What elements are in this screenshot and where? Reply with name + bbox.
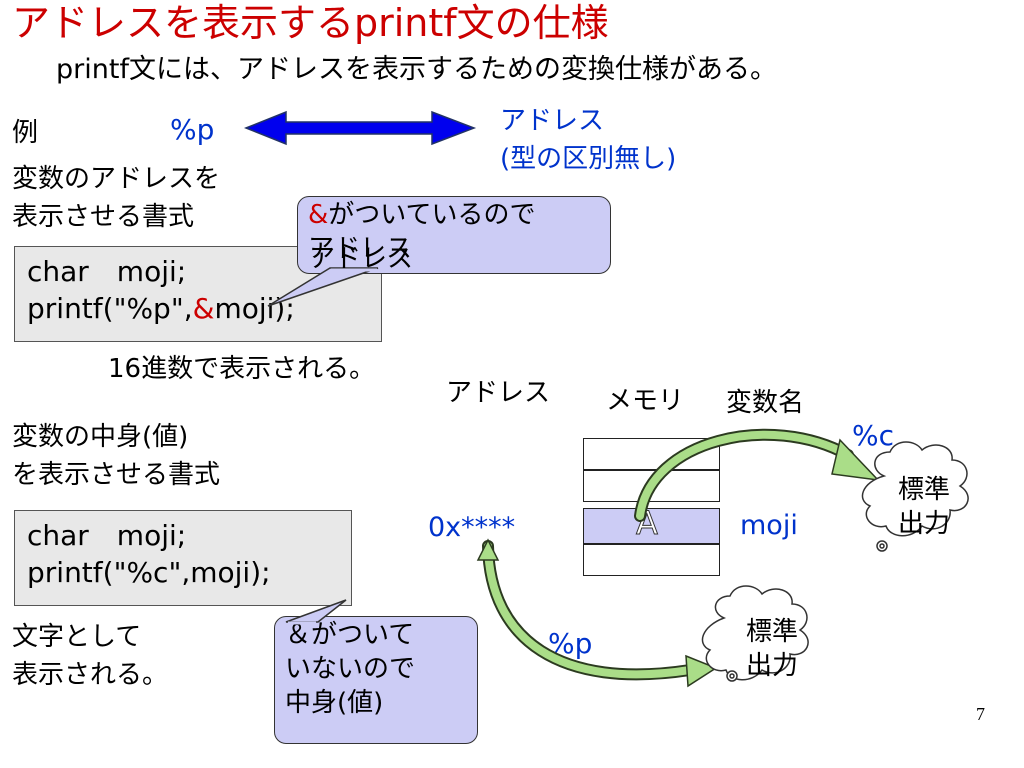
- section1-line1: 変数のアドレスを: [12, 164, 221, 194]
- callout1-line2: アドレス: [308, 233, 413, 264]
- callout1-ampersand: &: [308, 200, 329, 230]
- code1-line1: char moji;: [27, 255, 187, 288]
- code-block-value: char moji; printf("%c",moji);: [14, 510, 352, 606]
- callout1-line1: &がついているので: [308, 199, 600, 233]
- section2-line2: を表示させる書式: [12, 460, 221, 490]
- callout2-line3: 中身(値): [285, 687, 384, 718]
- code2-line1: char moji;: [27, 519, 187, 552]
- variable-name: moji: [740, 510, 798, 541]
- example-address-line2: (型の区別無し): [500, 144, 677, 174]
- section3-line2: 表示される。: [12, 660, 169, 690]
- column-address-header: アドレス: [446, 378, 551, 408]
- stdout-cloud-icon: [861, 441, 969, 552]
- slide-title: アドレスを表示するprintf文の仕様: [12, 1, 609, 45]
- code1-line2: printf("%p",&moji);: [27, 290, 369, 327]
- column-memory-header: メモリ: [606, 386, 685, 416]
- callout2-line2: いないので: [285, 653, 416, 684]
- section1-line2: 表示させる書式: [12, 202, 195, 232]
- stdout-top-line2: 出力: [898, 508, 951, 539]
- stdout-label-top: 標準 出力: [898, 474, 950, 542]
- section2-line1: 変数の中身(値): [12, 422, 189, 452]
- stdout-top-line1: 標準: [898, 475, 951, 505]
- page-number: 7: [976, 704, 985, 724]
- hex-note: 16進数で表示される。: [108, 354, 376, 384]
- section3-line1: 文字として: [12, 622, 142, 652]
- callout-address: &がついているので アドレス: [297, 196, 611, 274]
- column-varname-header: 変数名: [726, 388, 805, 418]
- callout1-line2-overlay: アドレス: [309, 244, 414, 274]
- curved-arrow-to-stdout-bottom: [482, 540, 696, 681]
- example-address-line1: アドレス: [500, 106, 605, 136]
- code1-line2-prefix: printf("%p",: [27, 292, 193, 326]
- example-format-p: %p: [170, 113, 215, 146]
- code1-ampersand: &: [192, 292, 215, 326]
- address-value: 0x****: [428, 512, 516, 543]
- memory-cell: [583, 544, 720, 576]
- stdout-cloud-icon: [701, 585, 809, 682]
- code2-line2: printf("%c",moji);: [27, 556, 271, 590]
- callout2-line1: ＆がついて: [285, 620, 415, 650]
- memory-cell-moji: [583, 508, 720, 544]
- format-c-label: %c: [852, 419, 894, 452]
- callout-value: ＆がついて いないので 中身(値): [274, 616, 478, 744]
- callout2-tail: [285, 599, 347, 623]
- stdout-bottom-line2: 出力: [746, 650, 799, 681]
- curved-arrow-to-stdout-top: [634, 428, 854, 522]
- slide-subtitle: printf文には、アドレスを表示するための変換仕様がある。: [56, 54, 777, 85]
- callout1-tail: [267, 267, 379, 307]
- callout1-line1-rest: がついているので: [328, 200, 536, 230]
- stdout-label-bottom: 標準 出力: [746, 616, 798, 684]
- example-label: 例: [12, 118, 39, 148]
- stdout-bottom-line1: 標準: [746, 617, 799, 647]
- double-arrow-icon: [243, 110, 477, 146]
